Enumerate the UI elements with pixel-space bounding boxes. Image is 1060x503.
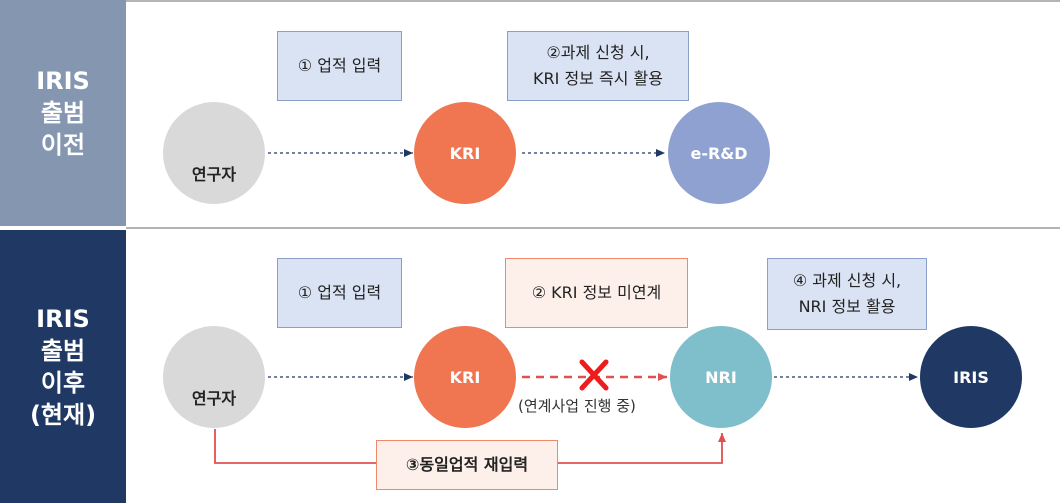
- top-border: [126, 0, 1060, 2]
- researcher-node-after: 연구자: [163, 326, 265, 428]
- researcher-label: 연구자: [191, 165, 237, 184]
- iris-node: IRIS: [920, 326, 1022, 428]
- kri-node-after: KRI: [414, 326, 516, 428]
- step1-box-before: ① 업적 입력: [277, 31, 402, 101]
- cross-icon: [579, 359, 609, 391]
- kri-label: KRI: [449, 143, 481, 163]
- section-divider: [126, 227, 1060, 229]
- nri-node: NRI: [670, 326, 772, 428]
- kri-label: KRI: [449, 367, 481, 387]
- erd-node: e-R&D: [668, 102, 770, 204]
- section-label-before: IRIS 출범 이전: [0, 0, 126, 226]
- step2-box-after: ② KRI 정보 미연계: [505, 258, 688, 328]
- step4-box-after: ④ 과제 신청 시, NRI 정보 활용: [767, 258, 927, 330]
- researcher-node-before: 연구자: [163, 102, 265, 204]
- iris-label: IRIS: [953, 367, 989, 387]
- step1-box-after: ① 업적 입력: [277, 258, 402, 328]
- step3-box-after: ③동일업적 재입력: [376, 440, 558, 490]
- link-status-note: (연계사업 진행 중): [518, 397, 636, 415]
- section-label-after: IRIS 출범 이후 (현재): [0, 230, 126, 503]
- kri-node-before: KRI: [414, 102, 516, 204]
- erd-label: e-R&D: [690, 143, 748, 163]
- step2-box-before: ②과제 신청 시, KRI 정보 즉시 활용: [507, 31, 689, 101]
- nri-label: NRI: [705, 367, 737, 387]
- researcher-label: 연구자: [191, 389, 237, 408]
